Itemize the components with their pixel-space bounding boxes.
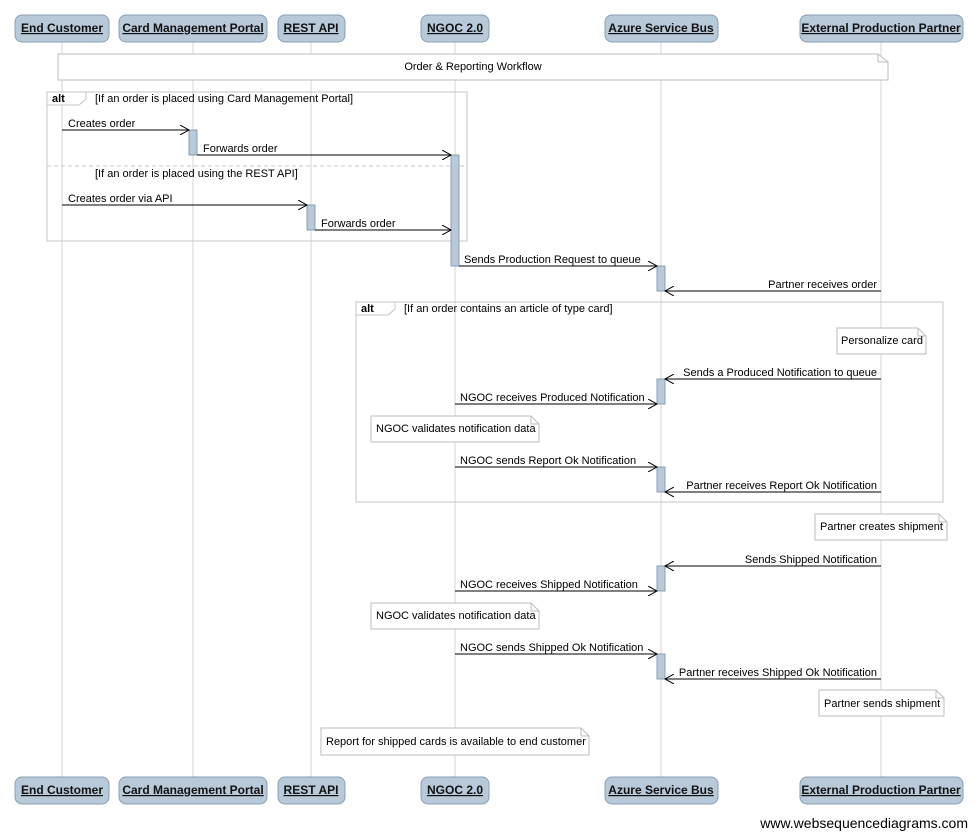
message-label: NGOC sends Report Ok Notification xyxy=(460,455,636,467)
message-label: NGOC sends Shipped Ok Notification xyxy=(460,642,643,654)
activation-service-bus xyxy=(656,653,666,680)
participant-ngoc-bottom: NGOC 2.0 xyxy=(420,776,490,805)
note-text: Partner creates shipment xyxy=(820,521,943,533)
message-partner-receives-shipped-ok: Partner receives Shipped Ok Notification xyxy=(665,667,881,679)
participant-label: NGOC 2.0 xyxy=(427,21,483,35)
participant-label: REST API xyxy=(284,783,339,797)
activation-service-bus xyxy=(656,378,666,405)
message-ngoc-receives-shipped: NGOC receives Shipped Notification xyxy=(455,579,657,591)
message-ngoc-sends-report-ok: NGOC sends Report Ok Notification xyxy=(455,455,657,467)
message-sends-production-request: Sends Production Request to queue xyxy=(459,254,657,266)
message-sends-produced-notification: Sends a Produced Notification to queue xyxy=(665,367,881,379)
watermark-link[interactable]: www.websequencediagrams.com xyxy=(759,815,968,831)
note-personalize-card: Personalize card xyxy=(836,327,927,355)
message-ngoc-sends-shipped-ok: NGOC sends Shipped Ok Notification xyxy=(455,642,657,654)
message-label: Partner receives Report Ok Notification xyxy=(686,480,877,492)
note-text: Partner sends shipment xyxy=(824,698,940,710)
participant-azure-service-bus-bottom: Azure Service Bus xyxy=(604,776,719,805)
message-sends-shipped-notification: Sends Shipped Notification xyxy=(665,554,881,566)
participant-rest-api-top: REST API xyxy=(277,14,346,43)
note-text: NGOC validates notification data xyxy=(376,423,536,435)
note-report-available: Report for shipped cards is available to… xyxy=(320,727,590,756)
message-partner-receives-order: Partner receives order xyxy=(665,279,881,291)
participant-ngoc-top: NGOC 2.0 xyxy=(420,14,490,43)
message-label: Sends a Produced Notification to queue xyxy=(683,367,877,379)
note-ngoc-validates: NGOC validates notification data xyxy=(370,415,540,443)
participant-label: Card Management Portal xyxy=(122,783,263,797)
participant-label: External Production Partner xyxy=(801,783,961,797)
participant-label: End Customer xyxy=(21,21,103,35)
activation-card-portal xyxy=(188,129,198,156)
message-forwards-order-portal: Forwards order xyxy=(197,143,451,155)
participant-end-customer-bottom: End Customer xyxy=(14,776,110,805)
note-text: Report for shipped cards is available to… xyxy=(326,736,586,748)
alt-frame-card-article: alt [If an order contains an article of … xyxy=(355,301,944,503)
activation-rest-api xyxy=(306,204,316,231)
message-label: Forwards order xyxy=(321,218,396,230)
message-label: Partner receives Shipped Ok Notification xyxy=(679,667,877,679)
alt-condition: [If an order is placed using Card Manage… xyxy=(95,93,353,105)
note-partner-creates-shipment: Partner creates shipment xyxy=(814,513,948,541)
participant-external-production-partner-top: External Production Partner xyxy=(799,14,964,43)
activation-service-bus xyxy=(656,265,666,292)
workflow-note-text: Order & Reporting Workflow xyxy=(404,61,541,73)
message-label: Partner receives order xyxy=(768,279,877,291)
message-label: Forwards order xyxy=(203,143,278,155)
alt-frame-order-source: alt [If an order is placed using Card Ma… xyxy=(46,91,468,242)
note-text: Personalize card xyxy=(841,335,923,347)
alt-tag: alt xyxy=(361,303,374,315)
participant-label: NGOC 2.0 xyxy=(427,783,483,797)
note-partner-sends-shipment: Partner sends shipment xyxy=(818,689,945,717)
activation-ngoc xyxy=(450,154,460,267)
participant-external-production-partner-bottom: External Production Partner xyxy=(799,776,964,805)
participant-card-management-portal-top: Card Management Portal xyxy=(118,14,268,43)
message-label: NGOC receives Shipped Notification xyxy=(460,579,638,591)
participant-label: Azure Service Bus xyxy=(608,783,714,797)
message-creates-order: Creates order xyxy=(62,118,189,130)
participant-label: Azure Service Bus xyxy=(608,21,714,35)
message-label: NGOC receives Produced Notification xyxy=(460,392,645,404)
message-creates-order-via-api: Creates order via API xyxy=(62,193,307,205)
message-label: Sends Shipped Notification xyxy=(745,554,877,566)
participant-card-management-portal-bottom: Card Management Portal xyxy=(118,776,268,805)
participant-label: REST API xyxy=(284,21,339,35)
activation-service-bus xyxy=(656,466,666,493)
workflow-note: Order & Reporting Workflow xyxy=(57,53,889,81)
note-text: NGOC validates notification data xyxy=(376,610,536,622)
participant-label: Card Management Portal xyxy=(122,21,263,35)
message-forwards-order-api: Forwards order xyxy=(315,218,451,230)
message-partner-receives-report-ok: Partner receives Report Ok Notification xyxy=(665,480,881,492)
message-label: Sends Production Request to queue xyxy=(464,254,641,266)
participant-label: External Production Partner xyxy=(801,21,961,35)
alt-condition: [If an order is placed using the REST AP… xyxy=(95,168,298,180)
participant-label: End Customer xyxy=(21,783,103,797)
participant-azure-service-bus-top: Azure Service Bus xyxy=(604,14,719,43)
note-ngoc-validates: NGOC validates notification data xyxy=(370,602,540,630)
alt-tag: alt xyxy=(52,93,65,105)
participant-rest-api-bottom: REST API xyxy=(277,776,346,805)
alt-condition: [If an order contains an article of type… xyxy=(404,303,613,315)
message-ngoc-receives-produced: NGOC receives Produced Notification xyxy=(455,392,657,404)
participant-end-customer-top: End Customer xyxy=(14,14,110,43)
message-label: Creates order xyxy=(68,118,136,130)
activation-service-bus xyxy=(656,565,666,592)
message-label: Creates order via API xyxy=(68,193,173,205)
